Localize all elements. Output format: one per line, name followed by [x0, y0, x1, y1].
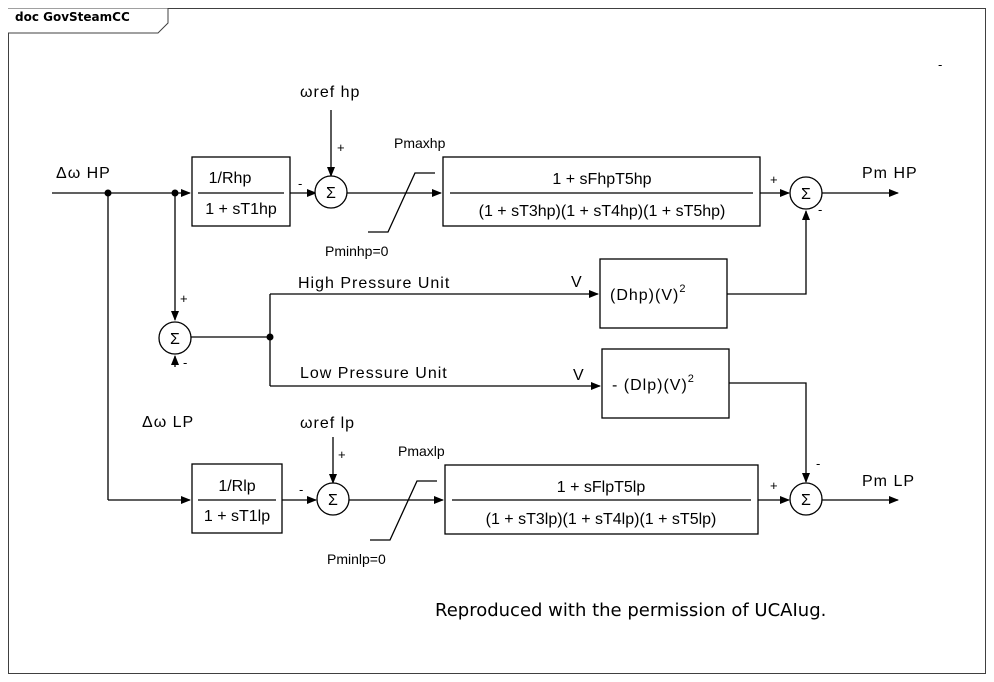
rhp-numerator: 1/Rhp — [209, 170, 252, 187]
rlp-denominator: 1 + sT1lp — [204, 508, 270, 525]
block-dlp: - (Dlp)(V)2 — [601, 348, 730, 419]
v-path-lines — [171, 210, 810, 483]
rhp-denominator: 1 + sT1hp — [205, 201, 277, 218]
hp-tf-numerator: 1 + sFhpT5hp — [552, 171, 651, 188]
junction-dot — [171, 189, 179, 197]
rlp-numerator: 1/Rlp — [218, 478, 255, 495]
input-omega-ref-hp: ωref hp — [300, 84, 360, 101]
summer-hp-ref: Σ — [314, 175, 348, 209]
sign-plus: + — [180, 291, 188, 306]
dlp-expression: - (Dlp)(V)2 — [612, 373, 695, 394]
svg-text:Σ: Σ — [801, 186, 811, 203]
hp-tf-denominator: (1 + sT3hp)(1 + sT4hp)(1 + sT5hp) — [479, 203, 726, 220]
limit-pmaxlp: Pmaxlp — [398, 443, 445, 459]
label-low-pressure-unit: Low Pressure Unit — [300, 365, 448, 382]
block-rhp: 1/Rhp 1 + sT1hp — [191, 156, 291, 227]
lp-tf-denominator: (1 + sT3lp)(1 + sT4lp)(1 + sT5lp) — [486, 511, 717, 528]
input-omega-ref-lp: ωref lp — [300, 415, 355, 432]
limit-pminlp: Pminlp=0 — [327, 551, 386, 567]
junction-dot — [266, 333, 274, 341]
block-dhp: (Dhp)(V)2 — [599, 258, 728, 329]
limit-pmaxhp: Pmaxhp — [394, 135, 446, 151]
sign-plus: + — [338, 447, 346, 462]
sign-plus: + — [770, 172, 778, 187]
header-tab — [8, 8, 169, 34]
sign-minus: - — [183, 355, 187, 370]
dhp-expression: (Dhp)(V)2 — [610, 283, 686, 304]
block-lp-transfer-function: 1 + sFlpT5lp (1 + sT3lp)(1 + sT4lp)(1 + … — [444, 464, 759, 535]
svg-text:Σ: Σ — [170, 331, 180, 348]
block-hp-transfer-function: 1 + sFhpT5hp (1 + sT3hp)(1 + sT4hp)(1 + … — [442, 156, 761, 227]
summer-lp-out: Σ — [789, 482, 823, 516]
sign-plus: + — [337, 140, 345, 155]
label-high-pressure-unit: High Pressure Unit — [298, 275, 450, 292]
sign-minus: - — [816, 456, 820, 471]
output-pm-lp: Pm LP — [862, 473, 915, 490]
svg-text:Σ: Σ — [328, 492, 338, 509]
summer-delta: Σ — [158, 321, 192, 355]
sign-minus: - — [818, 202, 822, 217]
svg-text:Σ: Σ — [801, 492, 811, 509]
input-delta-omega-lp: Δω LP — [142, 414, 194, 431]
lp-tf-numerator: 1 + sFlpT5lp — [557, 479, 646, 496]
sign-minus: - — [299, 482, 303, 497]
limit-pminhp: Pminhp=0 — [325, 243, 389, 259]
output-pm-hp: Pm HP — [862, 165, 918, 182]
summer-lp-ref: Σ — [316, 482, 350, 516]
label-v-hp: V — [571, 274, 583, 291]
sign-plus: + — [770, 478, 778, 493]
diagram-title: doc GovSteamCC — [15, 10, 130, 24]
corner-mark: - — [938, 58, 943, 72]
lp-path-lines — [282, 437, 899, 541]
input-delta-omega-hp: Δω HP — [56, 165, 111, 182]
label-v-lp: V — [573, 367, 585, 384]
sign-minus: - — [298, 176, 302, 191]
block-rlp: 1/Rlp 1 + sT1lp — [191, 463, 283, 534]
junction-dot — [104, 189, 112, 197]
svg-text:Σ: Σ — [326, 185, 336, 202]
hp-path-lines — [52, 110, 899, 504]
permission-credit: Reproduced with the permission of UCAIug… — [435, 600, 827, 621]
summer-hp-out: Σ — [789, 176, 823, 210]
